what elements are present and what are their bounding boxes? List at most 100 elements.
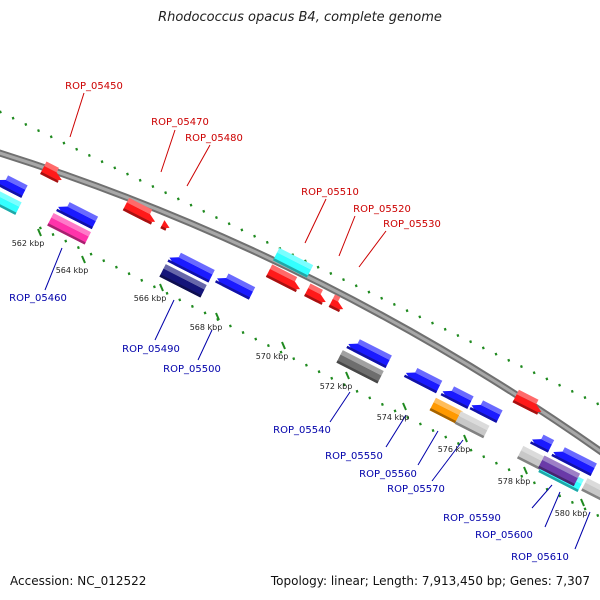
gene-front-face xyxy=(265,268,300,290)
leader-line xyxy=(160,129,176,173)
gene-rop-05550 xyxy=(403,368,443,394)
scale-tick-mark xyxy=(215,312,220,321)
scale-dot xyxy=(176,197,180,201)
gene-front-face xyxy=(512,394,542,413)
gene-front-face xyxy=(442,390,472,409)
gene-shadow-face xyxy=(551,453,592,477)
leader-line xyxy=(417,430,439,466)
gene-rop-05520 xyxy=(265,264,300,293)
scale-dot xyxy=(570,500,574,504)
gene-rop-05530 xyxy=(304,283,326,305)
scale-dot xyxy=(469,448,473,452)
gene-rop-05580 xyxy=(530,434,555,453)
gene-front-face xyxy=(272,252,311,278)
scale-dot xyxy=(64,239,68,243)
gene-rop-05540 xyxy=(346,339,392,369)
leader-line xyxy=(358,230,387,268)
gene-rop-05560 xyxy=(429,397,463,424)
scale-tick-label: 564 kbp xyxy=(56,266,89,275)
gene-label-plus: ROP_05450 xyxy=(65,81,123,92)
scale-dot xyxy=(532,371,536,375)
gene-top-face xyxy=(67,202,99,222)
gene-shadow-face xyxy=(167,259,210,283)
gene-top-face xyxy=(542,455,581,479)
scale-dot xyxy=(266,344,270,348)
leader-line xyxy=(154,299,175,341)
scale-dot xyxy=(380,402,384,406)
scale-dot xyxy=(431,321,434,325)
scale-dot xyxy=(214,215,218,220)
gene-shadow-face xyxy=(328,304,341,313)
scale-dot xyxy=(253,234,257,238)
gene-top-face xyxy=(451,386,474,401)
scale-dot xyxy=(114,265,118,269)
gene-top-face xyxy=(5,175,28,190)
gene-shadow-face xyxy=(469,406,498,423)
scale-dot xyxy=(165,291,169,295)
leader-line xyxy=(531,484,553,509)
gene-front-face xyxy=(0,179,26,198)
scale-dot xyxy=(304,363,308,367)
scale-dot xyxy=(596,513,600,518)
scale-dot xyxy=(178,298,182,302)
scale-dot xyxy=(507,468,511,472)
scale-dot xyxy=(596,402,600,406)
gene-top-face xyxy=(44,161,59,173)
scale-tick-mark xyxy=(463,434,468,443)
gene-front-face xyxy=(217,278,253,300)
leader-line xyxy=(329,391,351,423)
backbone-highlight xyxy=(0,151,600,453)
scale-dot xyxy=(100,160,104,164)
gene-rop-05460 xyxy=(56,202,99,230)
scale-dot xyxy=(406,415,410,420)
gene-front-face xyxy=(538,459,578,487)
gene-top-face xyxy=(332,294,341,302)
scale-tick-mark xyxy=(81,255,86,264)
leader-line xyxy=(431,439,464,482)
gene-shadow-face xyxy=(454,421,485,439)
gene-shadow-face xyxy=(304,293,323,305)
scale-dot xyxy=(558,494,562,498)
scale-dot xyxy=(279,350,283,354)
gene-rop-05570 xyxy=(469,400,503,423)
scale-dot xyxy=(330,376,334,380)
gene-top-face xyxy=(357,339,392,360)
gene-label-minus: ROP_05460 xyxy=(9,293,67,304)
scale-dot xyxy=(62,141,66,145)
scale-tick-label: 566 kbp xyxy=(134,294,167,303)
scale-dot xyxy=(367,290,371,294)
gene-front-face xyxy=(532,439,552,453)
gene-front-face xyxy=(58,206,96,230)
gene-shadow-face xyxy=(159,274,202,298)
gene-top-face xyxy=(541,434,555,445)
scale-tick-label: 580 kbp xyxy=(555,509,588,518)
scale-tick-mark xyxy=(402,402,407,411)
gene-label-minus: ROP_05570 xyxy=(387,484,445,495)
scale-dot xyxy=(368,396,372,400)
gene-label-minus: ROP_05490 xyxy=(122,344,180,355)
scale-dot xyxy=(494,352,498,356)
scale-dot xyxy=(482,455,486,459)
scale-dot xyxy=(342,383,346,387)
leader-line xyxy=(186,144,211,187)
scale-dot xyxy=(203,311,207,315)
gene-front-face xyxy=(336,354,382,384)
gene-front-face xyxy=(348,343,390,369)
gene-top-face xyxy=(126,197,153,215)
gene-label-plus: ROP_05520 xyxy=(353,204,411,215)
scale-dot xyxy=(228,324,232,328)
gene-rop-05555 xyxy=(440,386,474,409)
scale-dot xyxy=(392,302,396,307)
gene-shadow-face xyxy=(346,345,387,369)
gene-front-face xyxy=(429,402,461,424)
scale-tick-mark xyxy=(580,498,585,507)
scale-dot xyxy=(151,184,155,189)
leader-line xyxy=(544,491,561,528)
scale-dot xyxy=(519,364,523,369)
scale-dot xyxy=(545,377,549,381)
gene-shadow-face xyxy=(0,181,23,198)
scale-dot xyxy=(87,153,91,158)
scale-dot xyxy=(380,296,384,300)
